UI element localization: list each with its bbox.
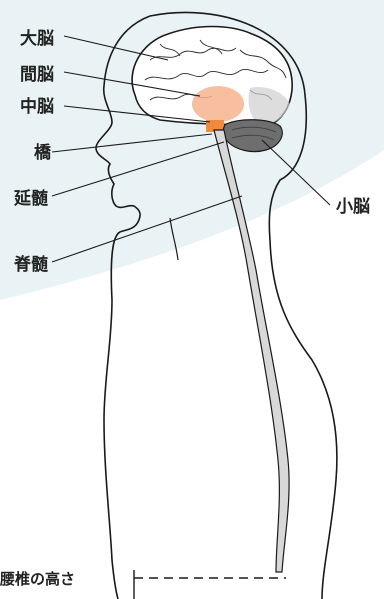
label-midbrain: 中脳 bbox=[20, 96, 54, 117]
label-lumbar-level: 腰椎の高さ bbox=[0, 570, 75, 588]
label-spinal-cord: 脊髄 bbox=[13, 254, 49, 275]
diencephalon-highlight bbox=[192, 86, 244, 122]
label-diencephalon: 間脳 bbox=[20, 65, 54, 85]
label-cerebrum: 大脳 bbox=[20, 28, 54, 49]
label-medulla: 延髄 bbox=[13, 188, 49, 209]
label-pons: 橋 bbox=[34, 142, 52, 163]
label-cerebellum: 小脳 bbox=[336, 197, 370, 217]
